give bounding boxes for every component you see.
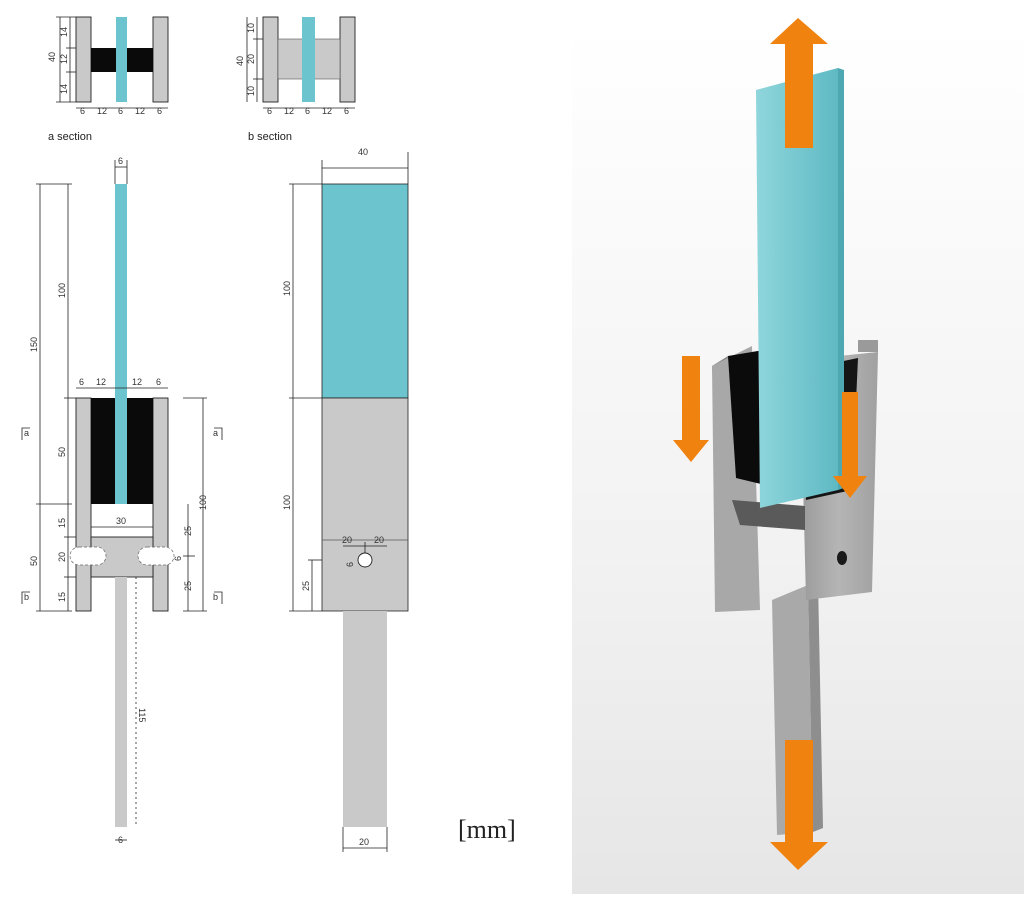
steel-tail <box>343 611 387 827</box>
dim-h100a: 100 <box>282 281 292 296</box>
dim-h50: 50 <box>57 447 67 457</box>
bolt-hole <box>357 552 373 568</box>
section-mark-b-left <box>21 591 30 604</box>
section-a-crosscut: 40 14 12 14 6 12 6 12 6 a section <box>47 16 169 143</box>
dim-w40: 40 <box>358 147 368 157</box>
dim-h25: 25 <box>301 581 311 591</box>
dim-h20: 20 <box>57 552 67 562</box>
dim-w6a: 6 <box>79 377 84 387</box>
dim-h6: 6 <box>173 556 183 561</box>
section-mark-a-right <box>214 427 223 440</box>
dim-a-w5: 6 <box>157 106 162 116</box>
unit-label: [mm] <box>458 815 516 844</box>
dim-w6b: 6 <box>156 377 161 387</box>
steel-tail <box>115 577 127 827</box>
steel-flange-right <box>152 397 169 612</box>
dim-a-w4: 12 <box>135 106 145 116</box>
dim-h50l: 50 <box>29 556 39 566</box>
dim-a-h-top: 14 <box>59 27 69 37</box>
dim-h115: 115 <box>137 708 147 722</box>
dim-glass-width: 6 <box>118 156 123 166</box>
front-view: 6 150 100 50 6 12 12 6 100 30 50 15 20 1… <box>21 156 223 845</box>
dim-w12a: 12 <box>96 377 106 387</box>
rubber-block-left <box>91 398 115 504</box>
dim-b-w3: 6 <box>305 106 310 116</box>
steel-web <box>732 500 805 530</box>
glass-pane <box>115 184 127 504</box>
label-a-section: a section <box>48 131 92 143</box>
label-b-section: b section <box>248 131 292 143</box>
steel-plate <box>321 397 409 612</box>
steel-flange-left <box>262 16 279 103</box>
side-view: 40 100 100 25 20 20 6 20 <box>282 147 409 852</box>
dim-h25b: 25 <box>183 581 193 591</box>
glass-pane <box>116 17 127 102</box>
section-mark-b-right <box>214 591 223 604</box>
dim-h100: 100 <box>57 283 67 298</box>
arrow-down-right <box>833 392 867 498</box>
arrow-down-bottom <box>770 740 828 870</box>
dim-w20a: 20 <box>342 535 352 545</box>
steel-flange-right <box>339 16 356 103</box>
dim-a-h-bot: 14 <box>59 84 69 94</box>
dim-h100b: 100 <box>282 495 292 510</box>
dim-h25a: 25 <box>183 526 193 536</box>
dim-h100r: 100 <box>198 495 208 510</box>
dim-w6bot: 6 <box>118 835 123 845</box>
dim-h15a: 15 <box>57 518 67 528</box>
dim-w20bot: 20 <box>359 837 369 847</box>
steel-flange-right <box>152 16 169 103</box>
dim-b-h-bot: 10 <box>246 86 256 96</box>
dim-b-w1: 6 <box>267 106 272 116</box>
dim-b-h-top: 10 <box>246 23 256 33</box>
dim-w12b: 12 <box>132 377 142 387</box>
dim-h150: 150 <box>29 337 39 352</box>
dim-b-h-mid: 20 <box>246 54 256 64</box>
dim-b-h-total: 40 <box>235 56 245 66</box>
dim-a-w2: 12 <box>97 106 107 116</box>
rubber-block-right <box>127 398 153 504</box>
dim-hole: 6 <box>345 562 355 567</box>
mark-a-right: a <box>213 428 218 438</box>
dim-w20b: 20 <box>374 535 384 545</box>
dim-a-w3: 6 <box>118 106 123 116</box>
dim-h15b: 15 <box>57 592 67 602</box>
dim-w30: 30 <box>116 516 126 526</box>
mark-b-right: b <box>213 592 218 602</box>
render-3d <box>572 18 1024 894</box>
section-b-crosscut: 40 10 20 10 6 12 6 12 6 b section <box>235 16 356 143</box>
glass-pane <box>302 17 315 102</box>
arrow-up <box>770 18 828 148</box>
glass-pane <box>321 183 409 399</box>
dim-b-w2: 12 <box>284 106 294 116</box>
mark-a-left: a <box>24 428 29 438</box>
dim-a-h-total: 40 <box>47 52 57 62</box>
bolt-hole <box>837 551 847 565</box>
dim-b-w4: 12 <box>322 106 332 116</box>
dim-a-w1: 6 <box>80 106 85 116</box>
section-mark-a-left <box>21 427 30 440</box>
dim-b-w5: 6 <box>344 106 349 116</box>
arrow-down-left <box>673 356 709 462</box>
glass-pane <box>756 68 838 508</box>
slot-right <box>137 546 175 566</box>
slot-left <box>69 546 107 566</box>
mark-b-left: b <box>24 592 29 602</box>
steel-flange-left <box>75 16 92 103</box>
steel-flange-left <box>75 397 92 612</box>
dim-a-h-mid: 12 <box>59 54 69 64</box>
